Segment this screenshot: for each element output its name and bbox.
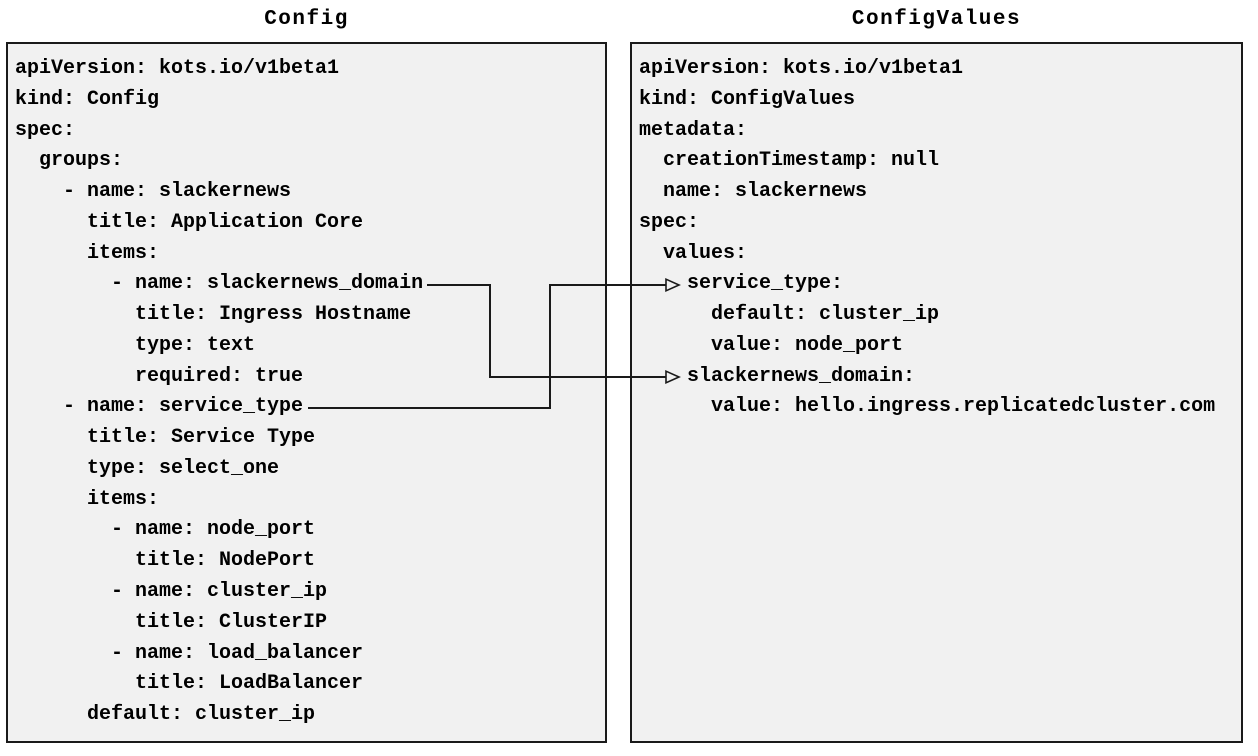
config-yaml-box: apiVersion: kots.io/v1beta1 kind: Config… <box>6 42 607 743</box>
configvalues-panel-title: ConfigValues <box>851 8 1022 31</box>
config-panel-title: Config <box>264 8 349 31</box>
configvalues-yaml-box: apiVersion: kots.io/v1beta1 kind: Config… <box>630 42 1243 743</box>
config-yaml-code: apiVersion: kots.io/v1beta1 kind: Config… <box>15 57 424 727</box>
configvalues-yaml-code: apiVersion: kots.io/v1beta1 kind: Config… <box>639 57 1216 419</box>
